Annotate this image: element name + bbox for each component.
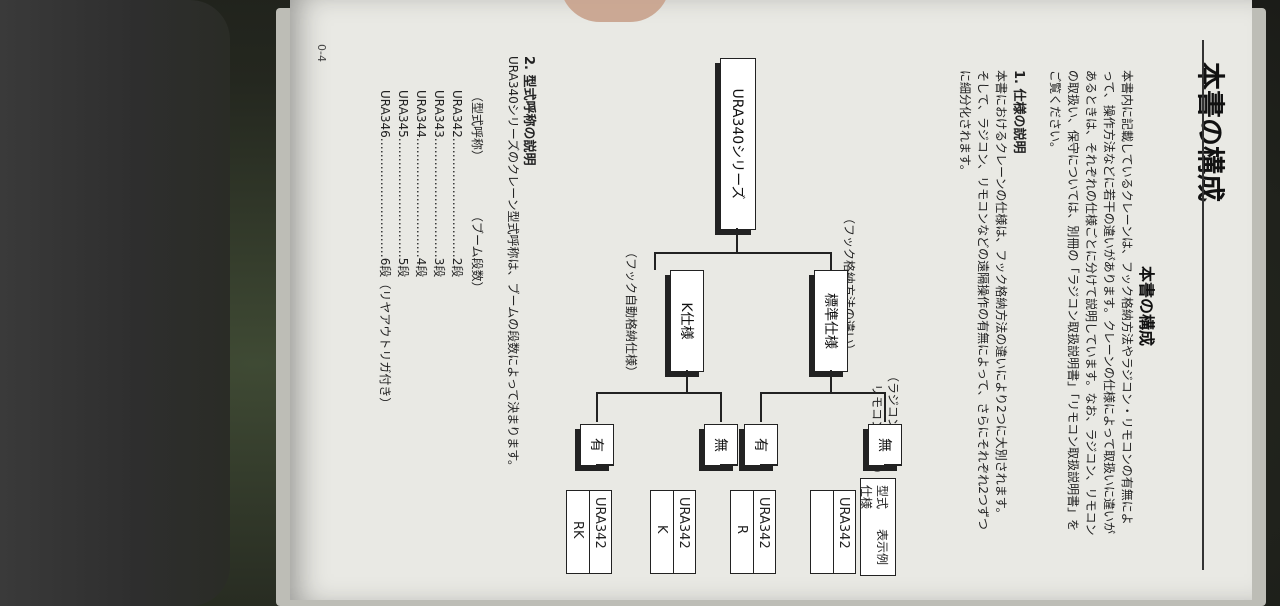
diagram-connector <box>654 252 830 254</box>
background-blanket <box>0 0 230 606</box>
section1-line: 本書におけるクレーンの仕様は、フック格納方法の違いにより2つに大別されます。 <box>994 70 1008 520</box>
leaf-yes-standard: 有 <box>744 424 778 466</box>
table-row: URA346…………………………6段（リヤアウトリガ付き） <box>378 90 392 410</box>
diagram-connector <box>654 252 656 270</box>
intro-line: あるときは、それぞれの仕様ごとに分けて説明しています。なお、ラジコン、リモコン <box>1084 70 1098 536</box>
table-row: URA345…………………………5段 <box>396 90 410 278</box>
result-box: URA342 <box>810 490 856 574</box>
result-box: URA342 R <box>730 490 776 574</box>
section2-text: URA340シリーズのクレーン型式呼称は、ブームの段数によって決まります。 <box>506 56 520 473</box>
diagram-connector <box>736 228 738 254</box>
table-col-boom: （ブーム段数） <box>470 210 484 294</box>
leaf-label: 無 <box>876 438 892 452</box>
intro-line: って、操作方法などに若干の違いがあります。クレーンの仕様によって取扱いに違いが <box>1102 70 1116 535</box>
diagram-note-auto: （フック自動格納仕様） <box>624 246 638 379</box>
intro-line: 本書内に記載しているクレーンは、フック格納方法やラジコン・リモコンの有無によ <box>1120 70 1134 525</box>
header-title: 本書の構成 <box>1194 62 1227 203</box>
table-row: URA344…………………………4段 <box>414 90 428 278</box>
section1-line: そして、ラジコン、リモコンなどの遠隔操作の有無によって、さらにそれぞれ2つずつ <box>976 70 990 530</box>
diagram-root-label: URA340シリーズ <box>729 88 745 200</box>
diagram-connector <box>596 392 598 422</box>
table-row: URA343…………………………3段 <box>432 90 446 278</box>
leaf-label: 有 <box>588 438 604 452</box>
result-model: URA342 <box>756 497 771 549</box>
legend-model: 型式 <box>875 485 889 510</box>
diagram-connector <box>760 392 762 422</box>
leaf-none-standard: 無 <box>868 424 902 466</box>
diagram-connector <box>830 370 832 394</box>
leaf-yes-k: 有 <box>580 424 614 466</box>
result-model: URA342 <box>836 497 851 549</box>
leaf-label: 有 <box>752 438 768 452</box>
diagram-root-box: URA340シリーズ <box>720 58 756 230</box>
leaf-none-k: 無 <box>704 424 738 466</box>
result-box: URA342 RK <box>566 490 612 574</box>
result-spec: R <box>734 525 749 535</box>
diagram-connector <box>760 392 884 394</box>
leaf-label: 無 <box>712 438 728 452</box>
result-spec: K <box>654 525 669 534</box>
intro-line: ご覧ください。 <box>1048 70 1062 155</box>
header-rule <box>1202 40 1204 570</box>
diagram-legend: 型式 仕様 表示例 <box>859 478 896 576</box>
diagram-connector <box>686 370 688 394</box>
diagram-connector <box>830 252 832 270</box>
intro-line: の取扱い、保守については、別冊の「ラジコン取扱説明書」「リモコン取扱説明書」を <box>1066 70 1080 532</box>
section2-heading: 2. 型式呼称の説明 <box>521 56 536 166</box>
result-spec: RK <box>570 521 585 539</box>
branch-standard-label: 標準仕様 <box>822 293 838 349</box>
diagram-connector <box>720 392 722 422</box>
result-box: URA342 K <box>650 490 696 574</box>
diagram-branch-k: K仕様 <box>670 270 704 372</box>
diagram-connector <box>720 464 738 466</box>
table-row: URA342…………………………2段 <box>450 90 464 278</box>
diagram-connector <box>596 392 720 394</box>
page-number: 0-4 <box>315 44 328 62</box>
branch-k-label: K仕様 <box>678 302 694 340</box>
diagram-branch-standard: 標準仕様 <box>814 270 848 372</box>
result-model: URA342 <box>592 497 607 549</box>
diagram-connector <box>596 464 614 466</box>
section1-heading: 1. 仕様の説明 <box>1011 70 1026 154</box>
diagram-connector <box>884 464 902 466</box>
book-page: 本書の構成 本書の構成 本書内に記載しているクレーンは、フック格納方法やラジコン… <box>290 0 1252 600</box>
legend-display: 表示例 <box>875 529 889 566</box>
section-title: 本書の構成 <box>1137 266 1156 347</box>
section1-line: に細分化されます。 <box>958 70 972 177</box>
diagram-connector <box>760 464 778 466</box>
legend-spec: 仕様 <box>859 485 873 510</box>
table-col-model: （型式呼称） <box>470 90 484 163</box>
diagram-connector <box>884 392 886 422</box>
thumb <box>560 0 670 22</box>
result-model: URA342 <box>676 497 691 549</box>
